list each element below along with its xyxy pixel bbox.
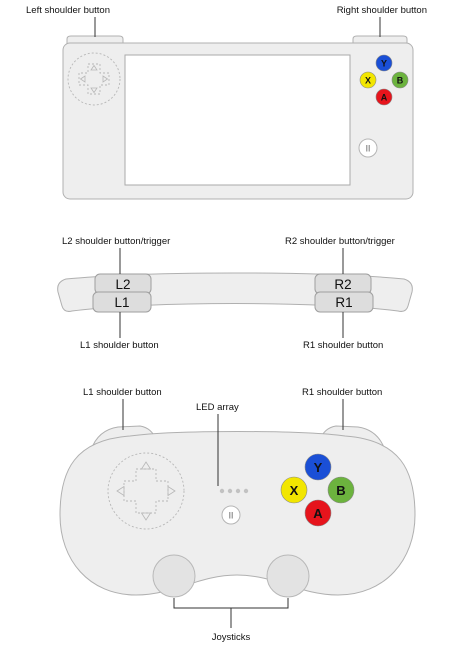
- r1-shoulder-label: R1 shoulder button: [302, 387, 382, 398]
- r1-shoulder-label: R1 shoulder button: [303, 340, 383, 351]
- l1-shoulder-label: L1 shoulder button: [80, 340, 159, 351]
- gamepad-diagram: II Y X B A L1 shoulder button R1 shoulde…: [59, 387, 416, 643]
- top-view-diagram: L2 L1 R2 R1 L2 shoulder button/trigger R…: [57, 236, 413, 351]
- l1-shoulder-label: L1 shoulder button: [83, 387, 162, 398]
- button-x-label: X: [290, 483, 299, 498]
- button-b: [327, 476, 355, 504]
- l1-button: [92, 291, 152, 313]
- button-y-label: Y: [381, 59, 387, 69]
- pause-symbol: II: [365, 144, 370, 154]
- r1-button: [314, 291, 374, 313]
- screen-area: [124, 54, 351, 186]
- l2-trigger-label: L2 shoulder button/trigger: [62, 236, 170, 247]
- button-a-label: A: [381, 93, 388, 103]
- led-dots-icon: [219, 488, 249, 494]
- right-joystick: [266, 554, 310, 598]
- button-a: [375, 88, 393, 106]
- button-a-label: A: [313, 506, 323, 521]
- l1-text: L1: [114, 295, 129, 310]
- r2-trigger-label: R2 shoulder button/trigger: [285, 236, 395, 247]
- r2-text: R2: [334, 277, 351, 292]
- face-buttons: Y X B A: [280, 453, 355, 527]
- button-b-label: B: [397, 76, 404, 86]
- button-y-label: Y: [314, 460, 323, 475]
- button-x-label: X: [365, 76, 371, 86]
- button-a: [304, 499, 332, 527]
- button-y: [304, 453, 332, 481]
- pause-icon: II: [221, 505, 241, 525]
- button-x: [359, 71, 377, 89]
- left-shoulder-label: Left shoulder button: [26, 5, 110, 16]
- dpad-icon: [107, 452, 185, 530]
- button-y: [375, 54, 393, 72]
- button-b: [391, 71, 409, 89]
- pause-icon: II: [358, 138, 378, 158]
- handheld-controller-diagram: Y X B A II Left shoulder button Right sh…: [26, 5, 427, 200]
- led-array-label: LED array: [196, 402, 239, 413]
- face-buttons: Y X B A: [359, 54, 409, 106]
- l2-text: L2: [115, 277, 130, 292]
- button-x: [280, 476, 308, 504]
- r1-text: R1: [335, 295, 352, 310]
- pause-symbol: II: [228, 511, 233, 521]
- joysticks-label: Joysticks: [212, 632, 251, 643]
- button-b-label: B: [336, 483, 345, 498]
- dpad-icon: [67, 52, 121, 106]
- joysticks-bracket: [173, 598, 289, 628]
- right-shoulder-label: Right shoulder button: [337, 5, 427, 16]
- left-joystick: [152, 554, 196, 598]
